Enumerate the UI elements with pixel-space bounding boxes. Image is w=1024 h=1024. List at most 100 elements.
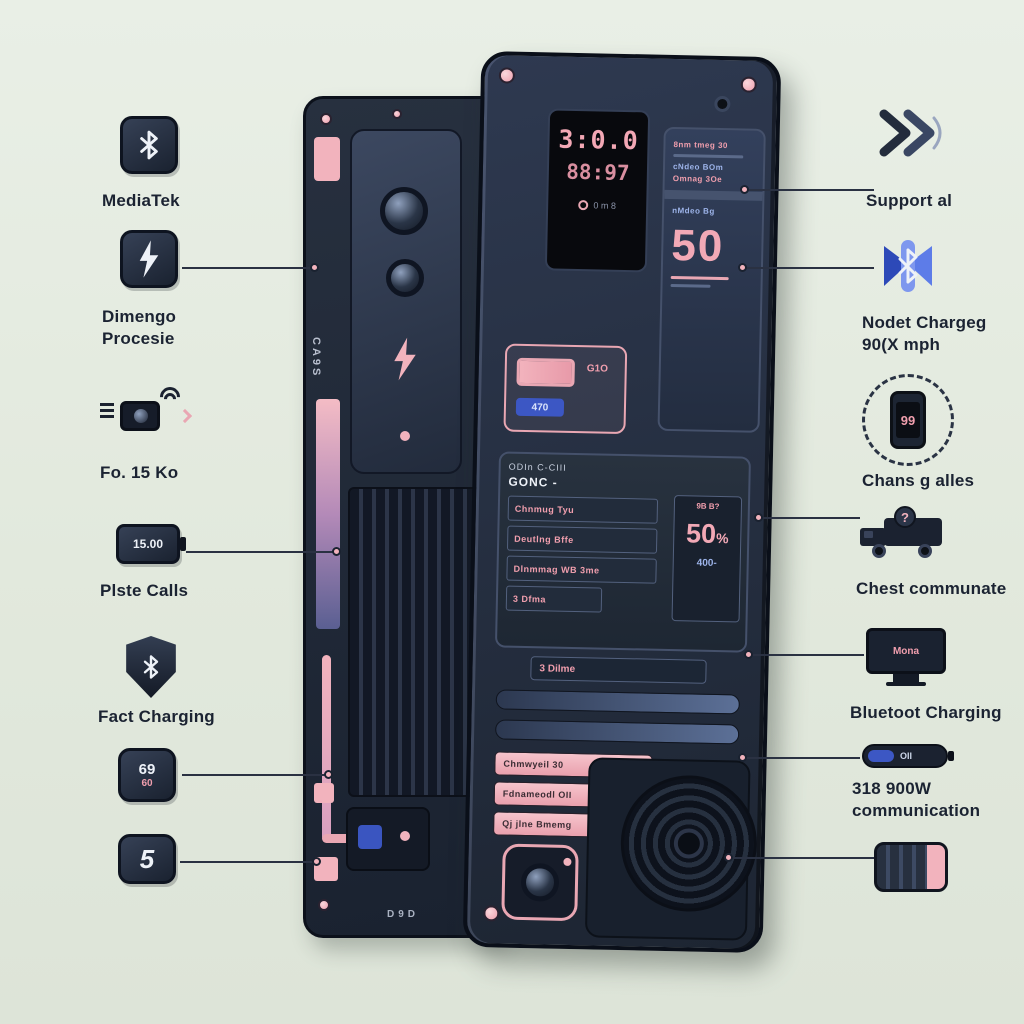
callout-label: Fo. 15 Ko	[100, 463, 179, 482]
model-code-vertical: CA9S	[310, 337, 322, 379]
battery-nub	[180, 537, 186, 551]
callout-label: Dimengo Procesie	[102, 307, 177, 349]
monitor-base	[886, 682, 926, 686]
speaker-center	[673, 828, 705, 859]
callout-line	[182, 774, 328, 776]
callout-dot	[724, 853, 733, 862]
screw-icon	[740, 76, 757, 93]
callout-label: Bluetoot Charging	[850, 703, 1002, 722]
spec-panel-title: ODIn C-CIII	[508, 461, 567, 473]
gradient-strip	[316, 399, 340, 629]
clock-time-secondary: 88:97	[566, 159, 630, 186]
callout-dot	[310, 263, 319, 272]
bottom-module	[346, 807, 430, 871]
phone-dial-icon: 99	[862, 374, 954, 466]
phone-back-view: CA9S D9D	[303, 96, 503, 938]
circuit-trace	[322, 655, 331, 841]
callout-line	[180, 861, 316, 863]
battery-pill-text: OII	[900, 751, 913, 761]
callout-label: MediaTek	[102, 191, 180, 210]
callout-line	[742, 757, 860, 759]
callout-line	[744, 189, 874, 191]
blue-chip	[358, 825, 382, 849]
blue-badge-icon	[876, 234, 940, 303]
callout-line	[748, 654, 864, 656]
callout-label: Support al	[866, 191, 953, 210]
callout-line	[742, 267, 874, 269]
camera-lens-icon	[380, 187, 428, 235]
monitor-screen: Mona	[866, 628, 946, 674]
spec-row-wide: 3 Dilme	[530, 656, 707, 684]
callout-line	[186, 551, 336, 553]
battery-icon	[516, 357, 575, 387]
callout-label: Nodet Chargeg 90(X mph	[862, 313, 987, 355]
lightning-icon	[394, 337, 416, 381]
battery-nub	[948, 751, 954, 761]
five-value: 5	[139, 843, 155, 874]
slider-bar	[495, 689, 740, 715]
clock-meta: 0 m 8	[548, 199, 646, 211]
text-bar	[673, 153, 744, 159]
clock-time: 3:0.0	[558, 124, 639, 156]
mini-phone: 99	[890, 391, 926, 449]
text-bar	[670, 275, 729, 281]
callout-label: Chans g alles	[862, 471, 975, 490]
chevrons-icon	[874, 108, 950, 163]
cell-value: 50%	[685, 518, 729, 549]
spec-row: Dlnmmag WB 3me	[506, 555, 657, 584]
meter-subvalue: 60	[141, 778, 153, 789]
battery-charge-segment	[868, 750, 894, 762]
screw-icon	[483, 905, 500, 922]
callout-line	[728, 857, 874, 859]
lightning-icon	[120, 230, 178, 288]
callout-dot	[738, 753, 747, 762]
spec-row: Deutlng Bffe	[506, 525, 658, 554]
camera-lens-icon	[134, 409, 148, 423]
module-tag: G1O	[586, 363, 609, 375]
bottom-camera-module	[501, 843, 579, 922]
callout-label: 318 900W communication	[852, 779, 981, 821]
five-icon: 5	[118, 834, 176, 884]
camera-wifi-icon	[100, 382, 196, 447]
shield-bluetooth-icon	[126, 636, 176, 698]
callout-dot	[744, 650, 753, 659]
camera-lens-icon	[520, 862, 560, 902]
truck-cab	[860, 528, 886, 546]
screw-icon	[498, 67, 516, 84]
phone-front-view: 3:0.0 88:97 0 m 8 8nm tmeg 30 cNdeo BOm …	[462, 50, 782, 954]
spec-row: Chnmug Tyu	[507, 495, 659, 524]
battery-value: 15.00	[132, 537, 164, 551]
battery-pill-icon: OII	[862, 744, 956, 768]
bluetooth-icon	[120, 116, 178, 174]
callout-label: Fact Charging	[98, 707, 215, 726]
callout-dot	[312, 857, 321, 866]
callout-dot	[738, 263, 747, 272]
pink-dot	[563, 857, 572, 867]
notification-panel: 8nm tmeg 30 cNdeo BOm Omnag 3Oe nMdeo Bg…	[657, 126, 766, 433]
pink-component	[314, 137, 340, 181]
camera-module	[350, 129, 462, 474]
pink-component	[314, 783, 334, 803]
pink-dot	[400, 431, 410, 441]
menu-bars-icon	[100, 403, 114, 406]
notification-line: 8nm tmeg 30	[673, 140, 728, 151]
slider-bar	[495, 719, 740, 745]
truck-icon: ?	[858, 506, 950, 564]
clock-meta-text: 0 m 8	[593, 200, 617, 211]
callout-dot	[754, 513, 763, 522]
striped-card-icon	[874, 842, 948, 892]
screw-icon	[320, 113, 332, 125]
truck-wheel	[872, 544, 886, 558]
text-bar	[670, 283, 711, 288]
monitor-icon: Mona	[866, 628, 946, 692]
battery-percent-cell: 9B B? 50% 400-	[671, 495, 743, 623]
cell-header: 9B B?	[696, 501, 720, 512]
clock-screen: 3:0.0 88:97 0 m 8	[544, 108, 651, 273]
callout-label: Chest communate	[856, 579, 1007, 598]
monitor-stand	[893, 674, 919, 682]
camera-body	[120, 401, 160, 431]
cell-sub: 400-	[696, 557, 717, 569]
callout-line	[182, 267, 314, 269]
truck-wheel	[918, 544, 932, 558]
